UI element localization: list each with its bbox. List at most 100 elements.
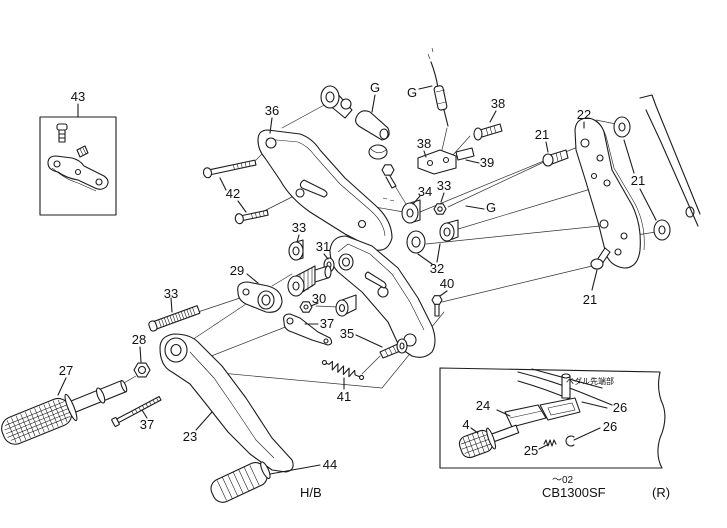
- stub-end: [324, 265, 332, 279]
- boss: [257, 290, 275, 310]
- bore: [303, 304, 309, 310]
- part-label-29: 29: [230, 263, 244, 278]
- rod-end-eye: [320, 85, 340, 109]
- ribs: [216, 465, 260, 501]
- dash-mark: [382, 197, 395, 202]
- part-label-36: 36: [265, 103, 279, 118]
- washer: [653, 219, 671, 241]
- set-screw-thread: [79, 147, 87, 156]
- part-34-collar: [401, 199, 421, 224]
- collar-bore: [443, 227, 451, 237]
- clevis: [539, 397, 581, 421]
- washer: [613, 116, 631, 138]
- assembly-line: [441, 265, 593, 303]
- hole: [377, 286, 389, 298]
- hex-nut: [381, 164, 395, 176]
- bore: [292, 281, 300, 291]
- hole: [323, 338, 329, 344]
- part-labels: 43 36 G G 38 22 21 21 42 38 39 34 33 G 3…: [59, 80, 645, 472]
- leader-line: [417, 243, 441, 265]
- collar: [406, 230, 426, 254]
- part-21-fasteners: [542, 116, 695, 270]
- grease-label: G: [407, 85, 417, 100]
- leader-line: [418, 85, 433, 90]
- part-label-23: 23: [183, 429, 197, 444]
- hole: [95, 178, 103, 186]
- hole: [338, 253, 354, 271]
- part-38-bolt: [473, 123, 503, 141]
- frame-rail: [639, 94, 701, 227]
- socket: [399, 342, 405, 350]
- hook: [321, 359, 328, 366]
- leader-line: [623, 139, 657, 221]
- hole: [596, 154, 604, 162]
- hole: [286, 317, 294, 325]
- part-label-26: 26: [603, 419, 617, 434]
- rail-edge: [639, 94, 701, 215]
- leader-line: [545, 141, 549, 153]
- edge: [591, 118, 645, 251]
- bore: [338, 303, 346, 313]
- clevis-slot: [547, 402, 576, 416]
- end-cap: [260, 461, 271, 479]
- hole: [357, 219, 367, 229]
- bolt-head: [590, 258, 604, 270]
- outline: [283, 313, 333, 346]
- flange: [64, 393, 78, 422]
- caption-revision: 〜02: [552, 475, 574, 486]
- leader-line: [170, 297, 173, 313]
- bore: [437, 206, 443, 212]
- bolt-thread: [555, 151, 563, 162]
- hose: [433, 85, 448, 111]
- part-32-collars: [406, 219, 459, 254]
- bore: [292, 246, 300, 256]
- part-label-41: 41: [337, 389, 351, 404]
- washer-bore: [658, 225, 666, 235]
- shaft-end: [120, 379, 128, 393]
- clip-26: [565, 435, 575, 447]
- hole: [614, 248, 622, 256]
- leader-line: [465, 205, 485, 210]
- hex-head: [431, 295, 443, 305]
- part-44-rubber: [210, 461, 271, 503]
- assembly-line: [595, 119, 617, 125]
- part-30-spline-shaft: [287, 265, 332, 297]
- washer-bore: [618, 122, 626, 132]
- bolt-shaft: [58, 129, 66, 143]
- assembly-line: [315, 305, 339, 308]
- leader-line: [323, 253, 329, 260]
- outline: [417, 149, 457, 175]
- part-38-bracket: [417, 149, 457, 175]
- leader-line: [296, 234, 300, 243]
- part-label-26: 26: [613, 400, 627, 415]
- leader-line: [489, 110, 497, 123]
- thread: [485, 125, 497, 136]
- part-4-rubber: [458, 424, 520, 459]
- bushing: [355, 110, 390, 141]
- part-42-bolt-upper: [202, 159, 257, 179]
- pin-cap: [561, 373, 571, 379]
- hole: [599, 219, 609, 229]
- leader-line: [219, 177, 247, 213]
- assembly-line: [451, 135, 471, 157]
- flange: [486, 427, 497, 450]
- part-label-34: 34: [418, 184, 432, 199]
- hole: [426, 159, 434, 167]
- hole: [442, 156, 450, 164]
- thread: [384, 345, 397, 357]
- hole: [295, 188, 305, 198]
- slot: [299, 179, 328, 198]
- leader-line: [269, 464, 321, 475]
- part-label-21: 21: [583, 292, 597, 307]
- head: [396, 338, 408, 354]
- collar: [95, 387, 106, 404]
- part-label-33: 33: [437, 178, 451, 193]
- ball-joint: [368, 144, 388, 160]
- shaft: [434, 303, 440, 317]
- face: [335, 299, 349, 317]
- part-28-nut: [133, 362, 151, 378]
- caption-side: (R): [652, 485, 670, 500]
- part-30-nut: [299, 301, 313, 313]
- part-label-22: 22: [577, 107, 591, 122]
